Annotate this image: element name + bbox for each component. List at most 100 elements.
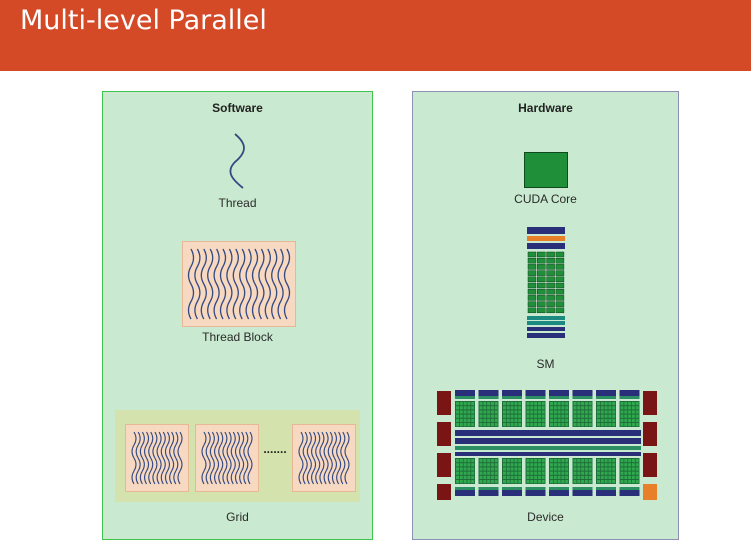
device-core	[620, 402, 624, 406]
thread-wave	[164, 431, 171, 485]
device-core	[584, 414, 588, 418]
device-core	[624, 471, 628, 475]
device-core	[581, 414, 585, 418]
device-core	[620, 410, 624, 414]
device-core	[518, 414, 522, 418]
device-core	[573, 418, 577, 422]
sm-core	[527, 307, 537, 314]
sm-core	[527, 282, 537, 289]
device-core	[584, 463, 588, 467]
sm-core	[537, 270, 546, 276]
device-core	[514, 406, 518, 410]
device-core	[541, 463, 545, 467]
device-core	[581, 480, 585, 484]
device-core	[584, 480, 588, 484]
device-core	[459, 418, 463, 422]
device-core	[620, 418, 624, 422]
device-core	[463, 471, 467, 475]
device-core	[557, 423, 561, 427]
device-core	[483, 418, 487, 422]
device-core	[573, 414, 577, 418]
device-core	[490, 480, 494, 484]
device-core	[494, 480, 498, 484]
device-core	[624, 410, 628, 414]
device-core	[537, 423, 541, 427]
device-core	[608, 480, 612, 484]
device-core	[530, 423, 534, 427]
device-core	[631, 480, 635, 484]
device-core	[534, 423, 538, 427]
device-core	[534, 467, 538, 471]
device-core	[471, 406, 475, 410]
device-core	[620, 471, 624, 475]
device-core	[577, 467, 581, 471]
device-core	[557, 406, 561, 410]
sm-bar	[527, 316, 565, 320]
device-core	[483, 406, 487, 410]
device-core	[557, 459, 561, 463]
device-core	[471, 471, 475, 475]
device-core	[561, 475, 565, 479]
device-core	[577, 480, 581, 484]
device-core	[463, 418, 467, 422]
device-core	[565, 471, 569, 475]
device-core	[514, 463, 518, 467]
device-core	[506, 402, 510, 406]
device-core	[494, 475, 498, 479]
device-core	[479, 471, 483, 475]
device-core	[518, 467, 522, 471]
device-core	[510, 406, 514, 410]
device-io-right	[643, 453, 657, 477]
device-core	[628, 414, 632, 418]
device-core	[581, 467, 585, 471]
sm-bar	[527, 236, 565, 241]
device-core	[471, 475, 475, 479]
device-core	[541, 480, 545, 484]
device-core	[518, 423, 522, 427]
device-core	[534, 459, 538, 463]
device-core	[479, 406, 483, 410]
device-core	[612, 402, 616, 406]
device-core	[550, 414, 553, 418]
device-core	[530, 467, 534, 471]
device-core	[510, 423, 514, 427]
device-core	[631, 414, 635, 418]
sm-core	[537, 257, 546, 264]
device-core	[635, 410, 639, 414]
thread-wave	[218, 431, 224, 485]
device-core	[463, 423, 467, 427]
device-core	[471, 467, 475, 471]
device-core	[456, 459, 459, 463]
thread-wave	[201, 431, 207, 485]
device-core	[604, 414, 608, 418]
device-core	[459, 480, 463, 484]
device-core	[534, 414, 538, 418]
device-core	[494, 418, 498, 422]
device-core	[503, 467, 506, 471]
device-l2-bar	[455, 446, 641, 450]
sm-core	[555, 270, 565, 276]
device-core	[471, 459, 475, 463]
device-core	[565, 410, 569, 414]
device-core	[463, 410, 467, 414]
device-core	[588, 480, 592, 484]
thread-wave	[232, 248, 239, 320]
device-core	[573, 475, 577, 479]
device-core	[487, 410, 491, 414]
device-core	[573, 410, 577, 414]
device-core	[588, 418, 592, 422]
device-core	[487, 471, 491, 475]
device-core	[635, 475, 639, 479]
device-core	[561, 467, 565, 471]
device-io-right	[643, 422, 657, 446]
sm-core	[537, 301, 546, 307]
device-core	[600, 410, 604, 414]
device-sm-bottom	[455, 490, 475, 496]
device-core	[530, 410, 534, 414]
thread-wave	[226, 431, 232, 485]
device-core	[537, 410, 541, 414]
device-core	[526, 418, 530, 422]
device-core	[631, 418, 635, 422]
device-core	[624, 418, 628, 422]
thread-wave	[207, 248, 214, 320]
